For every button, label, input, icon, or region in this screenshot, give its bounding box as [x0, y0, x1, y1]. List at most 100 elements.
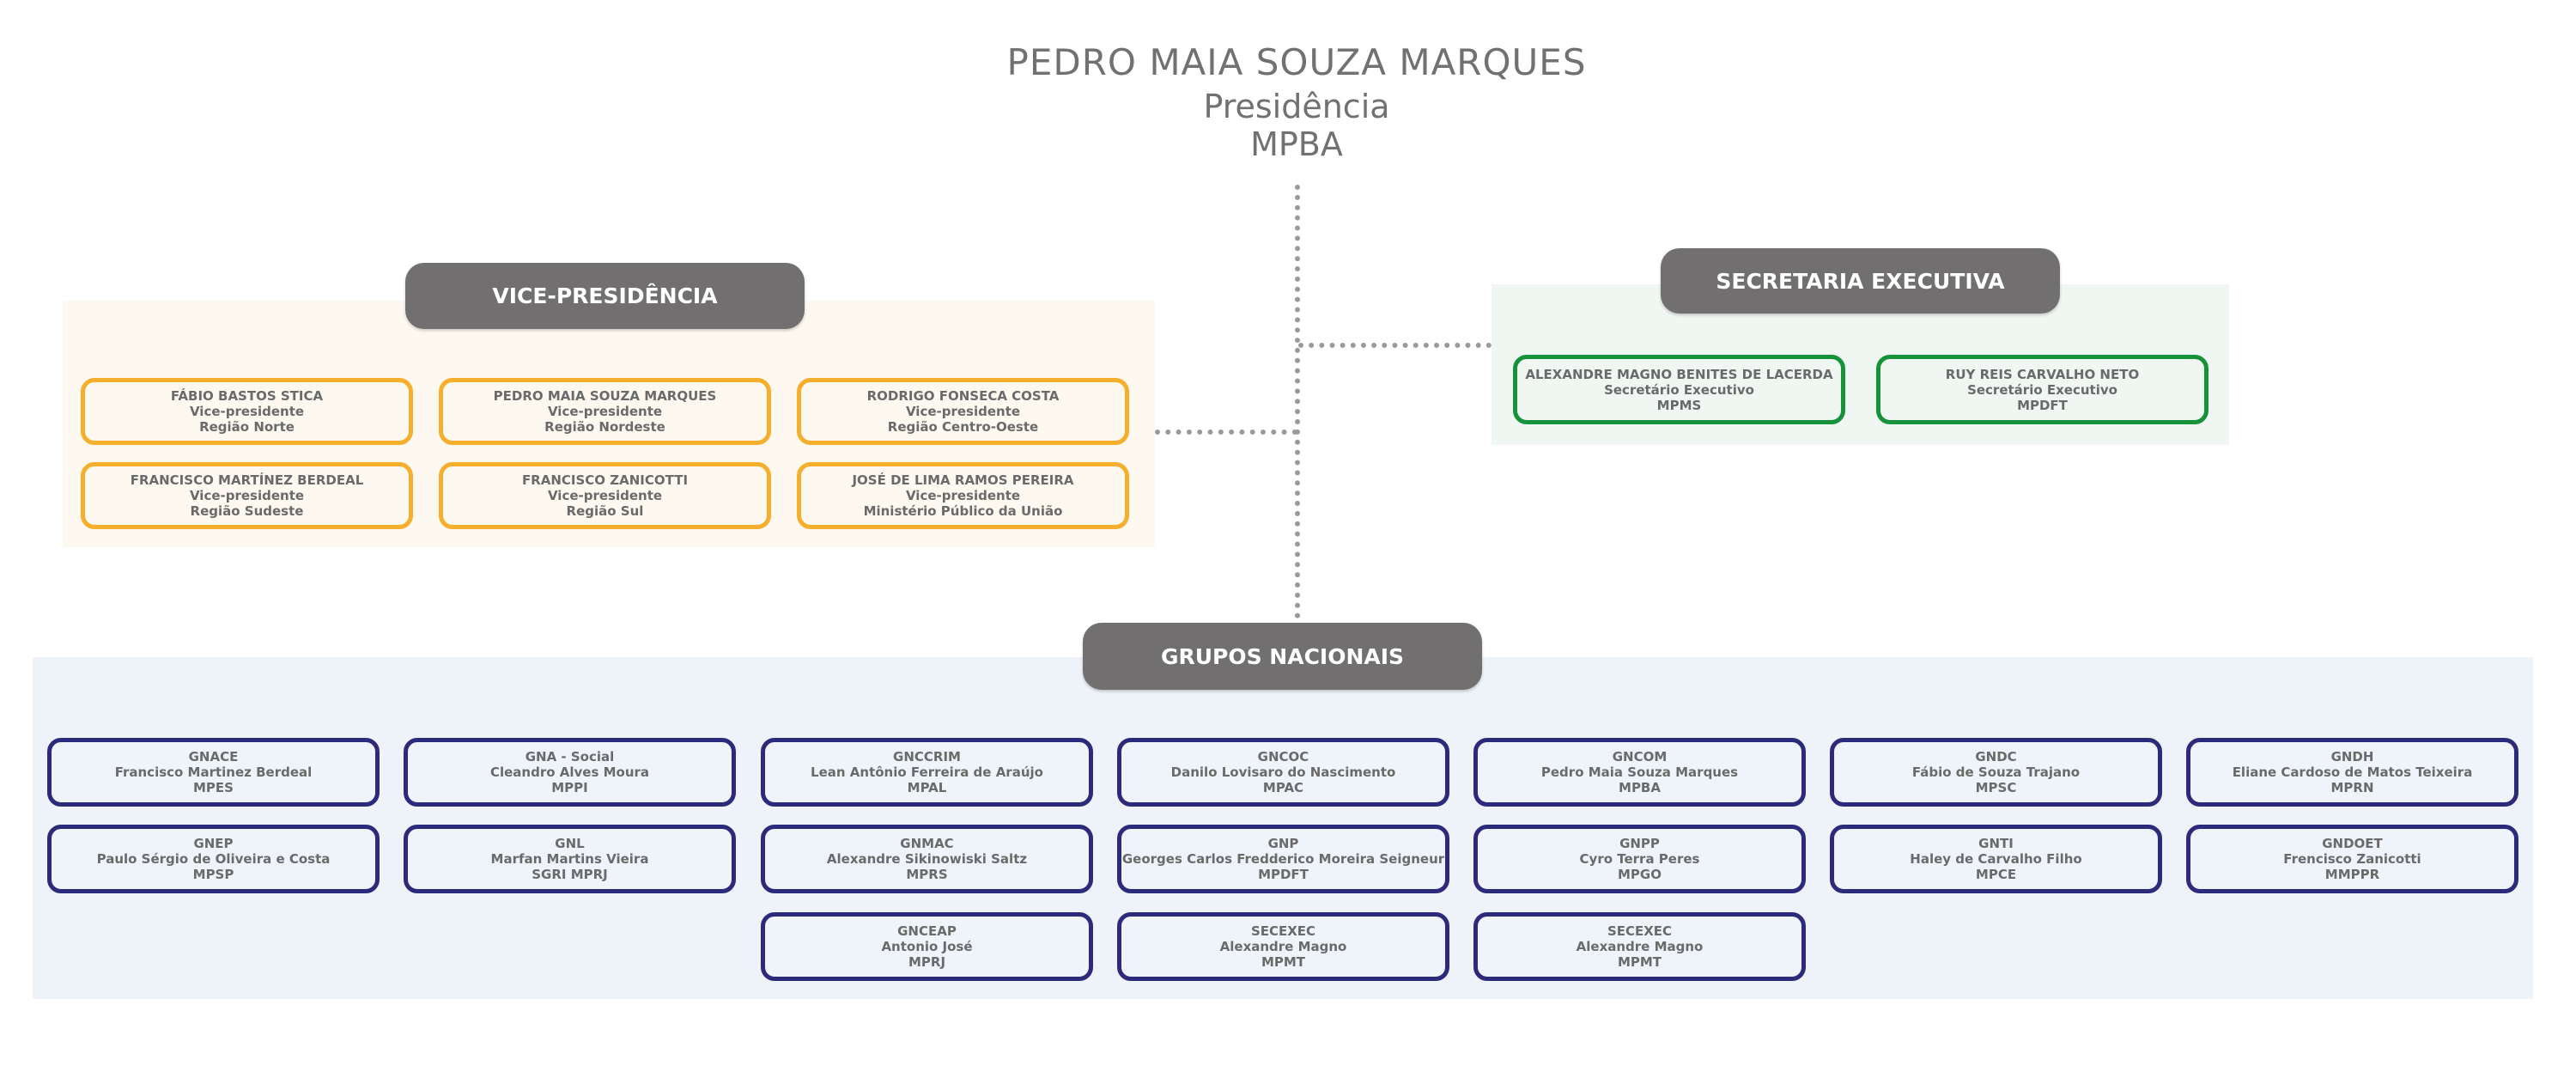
grupo-card-code: GNL: [555, 836, 585, 851]
grupo-card-code: GNCOC: [1257, 749, 1309, 764]
grupo-card-org: SGRI MPRJ: [532, 867, 608, 882]
grupo-card-org: MPMT: [1261, 954, 1306, 970]
grupo-card-code: GNTI: [1978, 836, 2014, 851]
grupo-card-name: Paulo Sérgio de Oliveira e Costa: [96, 851, 331, 867]
grupo-card-org: MPGO: [1618, 867, 1662, 882]
vice-card-role: Vice-presidente: [547, 488, 663, 503]
president-role: Presidência: [1203, 88, 1390, 125]
secretaria-card-org: MPDFT: [2017, 397, 2068, 413]
grupo-card-org: MPBA: [1619, 780, 1661, 795]
grupo-card-code: GNCOM: [1612, 749, 1668, 764]
grupo-card-org: MMPPR: [2324, 867, 2380, 882]
grupo-card-name: Danilo Lovisaro do Nascimento: [1170, 764, 1396, 780]
vice-card-region: Região Norte: [199, 419, 295, 435]
grupo-card-org: MPDFT: [1258, 867, 1309, 882]
vice-card-name: FÁBIO BASTOS STICA: [170, 388, 324, 404]
grupo-card-name: Alexandre Sikinowiski Saltz: [826, 851, 1028, 867]
grupo-card-name: Cyro Terra Peres: [1579, 851, 1700, 867]
grupo-card-name: Haley de Carvalho Filho: [1910, 851, 2082, 867]
secretaria-card-name: ALEXANDRE MAGNO BENITES DE LACERDA: [1525, 366, 1833, 382]
grupo-card-code: GNP: [1267, 836, 1299, 851]
secretaria-card-role: Secretário Executivo: [1967, 381, 2117, 398]
grupo-card-code: GNA - Social: [525, 749, 615, 764]
grupo-card-name: Alexandre Magno: [1219, 939, 1347, 954]
grupo-card-name: Marfan Martins Vieira: [490, 851, 649, 867]
grupo-card-org: MPAL: [907, 780, 947, 795]
secretaria-card-name: RUY REIS CARVALHO NETO: [1945, 366, 2140, 382]
grupo-card-org: MPRJ: [908, 954, 946, 970]
vice-card-role: Vice-presidente: [905, 404, 1021, 419]
grupo-card-code: GNDOET: [2322, 836, 2383, 851]
secretaria-card-org: MPMS: [1656, 397, 1702, 413]
grupo-card-org: MPMT: [1617, 954, 1662, 970]
grupo-card-org: MPSP: [192, 867, 234, 882]
grupo-card-org: MPSC: [1975, 780, 2017, 795]
grupo-card-code: GNACE: [188, 749, 239, 764]
connector-vice: [1155, 429, 1297, 435]
grupo-card-org: MPES: [193, 780, 234, 795]
vice-card-role: Vice-presidente: [905, 488, 1021, 503]
grupo-card-name: Cleandro Alves Moura: [489, 764, 650, 780]
grupo-card-name: Eliane Cardoso de Matos Teixeira: [2232, 764, 2473, 780]
grupo-card-code: SECEXEC: [1607, 923, 1673, 939]
vice-card-region: Região Centro-Oeste: [887, 419, 1039, 435]
president-name: PEDRO MAIA SOUZA MARQUES: [1006, 41, 1587, 83]
grupo-card-code: GNCEAP: [897, 923, 957, 939]
grupo-card-name: Francisco Martinez Berdeal: [114, 764, 313, 780]
grupo-card-name: Pedro Maia Souza Marques: [1540, 764, 1739, 780]
vice-card-region: Região Sudeste: [190, 503, 304, 519]
vice-card-region: Ministério Público da União: [863, 503, 1063, 519]
vice-card-name: RODRIGO FONSECA COSTA: [866, 388, 1060, 404]
connector-secretaria: [1298, 343, 1492, 348]
grupo-card-org: MPPI: [551, 780, 588, 795]
grupo-card-name: Antonio José: [881, 939, 973, 954]
grupo-card-name: Fábio de Souza Trajano: [1911, 764, 2081, 780]
secretaria-header: SECRETARIA EXECUTIVA: [1661, 248, 2060, 314]
grupo-card-org: MPCE: [1975, 867, 2017, 882]
vice-card-role: Vice-presidente: [547, 404, 663, 419]
grupo-card-org: MPRN: [2330, 780, 2374, 795]
grupo-card-name: Alexandre Magno: [1576, 939, 1704, 954]
vice-card-role: Vice-presidente: [189, 404, 305, 419]
vice-card-name: PEDRO MAIA SOUZA MARQUES: [493, 388, 717, 404]
vice-card-name: FRANCISCO ZANICOTTI: [521, 472, 689, 488]
vice-card-name: JOSÉ DE LIMA RAMOS PEREIRA: [852, 472, 1074, 488]
grupo-card-code: GNMAC: [900, 836, 954, 851]
grupo-card-name: Georges Carlos Fredderico Moreira Seigne…: [1121, 851, 1445, 867]
vice-header: VICE-PRESIDÊNCIA: [405, 263, 805, 329]
vice-card-region: Região Sul: [566, 503, 644, 519]
grupo-card-code: GNPP: [1619, 836, 1660, 851]
president-org: MPBA: [1250, 125, 1343, 163]
grupo-card-org: MPAC: [1262, 780, 1304, 795]
grupo-card-code: GNDH: [2330, 749, 2374, 764]
grupo-card-code: GNDC: [1975, 749, 2017, 764]
grupo-card-code: GNCCRIM: [893, 749, 961, 764]
vice-card-region: Região Nordeste: [544, 419, 665, 435]
connector-vertical: [1295, 185, 1300, 618]
grupo-card-code: GNEP: [193, 836, 234, 851]
grupo-card-org: MPRS: [906, 867, 948, 882]
grupo-card-code: SECEXEC: [1250, 923, 1316, 939]
